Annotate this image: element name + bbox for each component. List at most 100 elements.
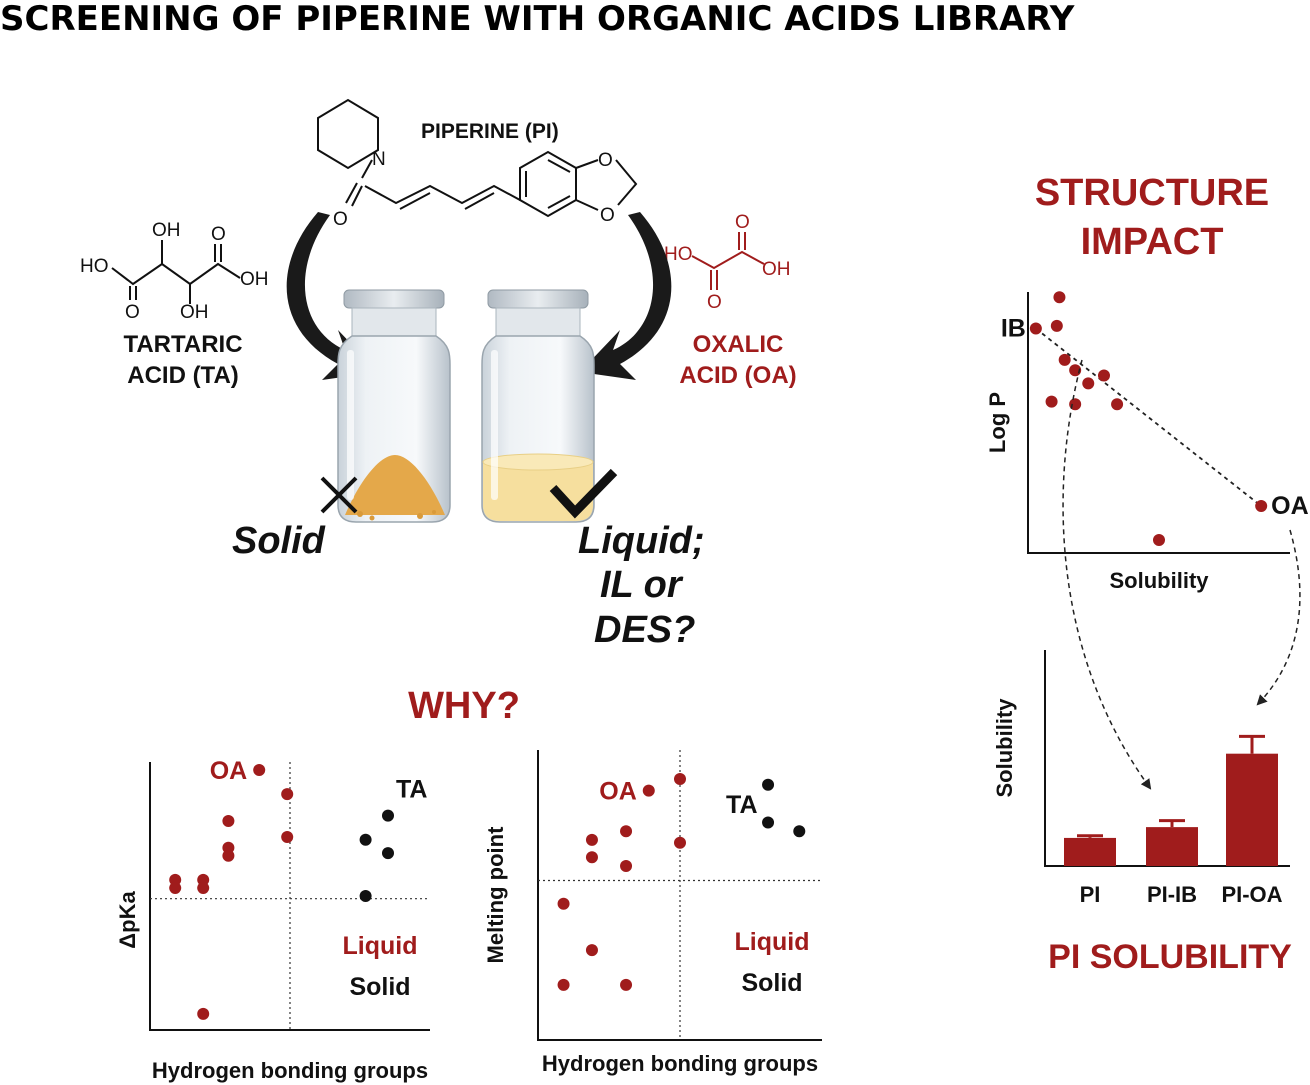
- legend-entry: Liquid: [343, 932, 418, 960]
- oa-o-top: O: [735, 212, 750, 233]
- liquid-outcome-line3: DES?: [594, 609, 695, 651]
- connector-arrow-ib: [1062, 359, 1152, 790]
- ta-oh-top: OH: [152, 220, 181, 241]
- dioxole-o2: O: [600, 205, 615, 226]
- annotation-label: OA: [1271, 492, 1309, 520]
- data-point: [1029, 322, 1042, 335]
- data-point: [1053, 291, 1066, 304]
- checkmark-icon: [549, 468, 618, 519]
- legend-entry: Solid: [741, 969, 802, 997]
- data-point: [222, 849, 235, 862]
- annotation-label: TA: [726, 791, 757, 819]
- ta-oh-bottom: OH: [180, 302, 209, 323]
- data-point: [197, 881, 210, 894]
- error-bar: [1077, 834, 1103, 838]
- pi-solubility-bar-chart: PI PI-IB PI-OA Solubility: [992, 650, 1290, 907]
- error-bar: [1239, 734, 1265, 754]
- data-point: [585, 851, 598, 864]
- connector-arrow-oa: [1256, 529, 1301, 706]
- x-axis-label: Hydrogen bonding groups: [542, 1051, 818, 1076]
- x-axis-label: Solubility: [1110, 568, 1210, 593]
- ta-oh-right: OH: [240, 269, 269, 290]
- data-point: [585, 944, 598, 957]
- data-point: [674, 836, 686, 849]
- axis-lines: [537, 750, 822, 1041]
- y-axis-label: Solubility: [992, 698, 1017, 798]
- legend-entry: Solid: [349, 973, 410, 1001]
- data-point: [557, 897, 570, 910]
- x-axis-label: Hydrogen bonding groups: [152, 1058, 428, 1083]
- tartaric-acid-structure: HO OH O OH O OH TARTARIC ACID (TA): [80, 220, 269, 389]
- error-bar: [1159, 819, 1185, 828]
- data-point: [281, 788, 294, 801]
- structure-heading-line2: IMPACT: [1081, 221, 1224, 263]
- tartaric-label-line2: ACID (TA): [127, 362, 239, 389]
- ta-ho: HO: [80, 256, 109, 277]
- category-label: PI: [1080, 882, 1101, 907]
- arrow-to-liquid-vial: [580, 212, 672, 380]
- bar: [1146, 827, 1198, 866]
- piperine-label: PIPERINE (PI): [421, 120, 559, 143]
- axis-lines: [1027, 292, 1290, 554]
- category-label: PI-IB: [1147, 882, 1197, 907]
- data-point: [674, 773, 686, 785]
- data-point: [762, 778, 775, 791]
- vial-solid: [337, 289, 451, 523]
- data-point: [620, 860, 633, 872]
- data-point: [382, 847, 394, 860]
- data-point: [359, 890, 372, 902]
- data-point: [1111, 398, 1124, 411]
- pi-solubility-heading: PI SOLUBILITY: [1048, 938, 1292, 976]
- data-point: [1255, 500, 1268, 513]
- data-point: [382, 809, 394, 822]
- oa-o-bottom: O: [707, 292, 722, 313]
- data-point: [197, 1007, 210, 1020]
- axis-lines: [149, 762, 430, 1031]
- data-point: [793, 825, 806, 838]
- data-point: [222, 814, 235, 827]
- data-point: [253, 764, 266, 777]
- annotation-label: OA: [599, 778, 637, 806]
- oa-ho: HO: [664, 244, 693, 265]
- oxalic-label-line2: ACID (OA): [679, 362, 796, 389]
- bar: [1226, 753, 1278, 866]
- oa-oh: OH: [762, 259, 791, 280]
- why-heading: WHY?: [408, 685, 520, 727]
- oxalic-acid-structure: HO O OH O OXALIC ACID (OA): [664, 212, 797, 389]
- annotation-label: IB: [1001, 315, 1026, 343]
- y-axis-label: Melting point: [483, 826, 508, 964]
- piperine-n-atom: N: [372, 149, 386, 170]
- data-point: [1045, 395, 1058, 408]
- data-point: [1153, 533, 1165, 546]
- legend-entry: Liquid: [735, 928, 810, 956]
- bar: [1064, 837, 1116, 866]
- data-point: [585, 833, 598, 846]
- dioxole-o1: O: [598, 150, 613, 171]
- data-point: [620, 978, 633, 991]
- data-point: [359, 833, 372, 846]
- piperine-carbonyl-o: O: [333, 209, 348, 230]
- data-point: [620, 825, 633, 838]
- data-point: [169, 881, 182, 894]
- data-point: [557, 978, 570, 991]
- annotation-label: TA: [396, 776, 427, 804]
- data-point: [1097, 369, 1110, 382]
- category-label: PI-OA: [1221, 882, 1282, 907]
- data-point: [281, 831, 294, 844]
- vial-liquid: [481, 289, 595, 523]
- data-point: [642, 784, 655, 797]
- data-point: [1050, 319, 1063, 332]
- figure-title: SCREENING OF PIPERINE WITH ORGANIC ACIDS…: [0, 0, 1075, 39]
- data-point: [1058, 353, 1071, 366]
- arrow-to-solid-vial: [286, 212, 378, 380]
- structure-heading-line1: STRUCTURE: [1035, 172, 1269, 214]
- axis-lines: [1044, 650, 1290, 867]
- powder-pile: [345, 455, 445, 515]
- liquid-outcome-line2: IL or: [600, 564, 684, 606]
- solid-outcome-label: Solid: [232, 520, 326, 562]
- piperine-structure: N O O O PIPERINE (PI): [317, 98, 638, 230]
- ta-o-bottom: O: [125, 302, 140, 323]
